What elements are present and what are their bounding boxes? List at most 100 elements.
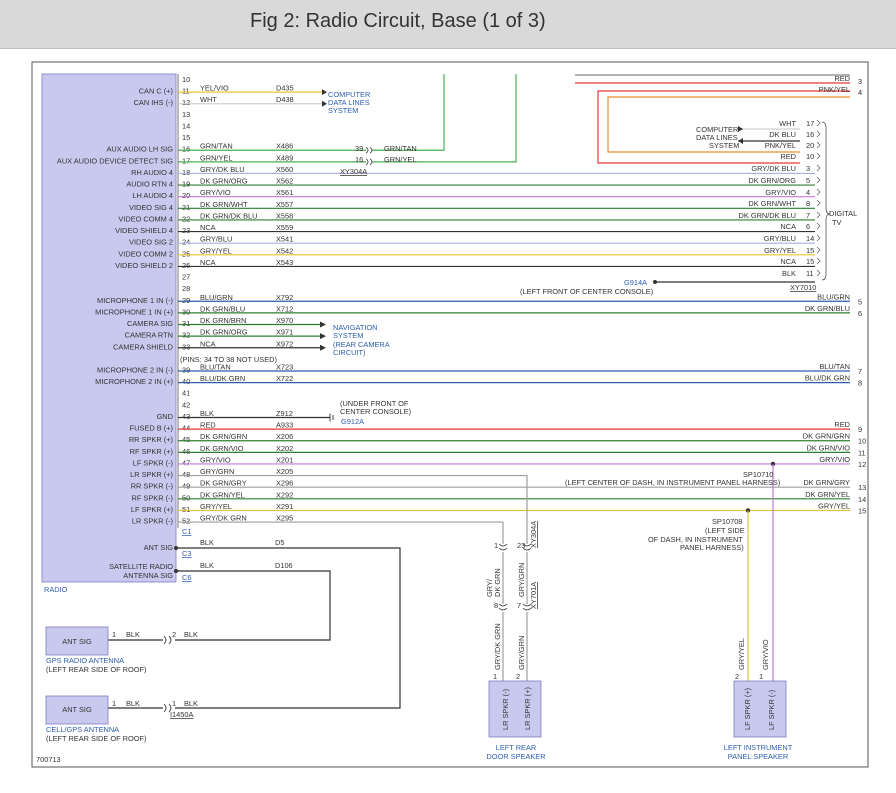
wire-circuit-label: X542	[276, 246, 293, 255]
rear-speaker-pin-1: 1	[493, 672, 497, 681]
ant-wire-circuit: D5	[275, 538, 284, 547]
sat-wire-color: BLK	[200, 561, 214, 570]
pin-number: 18	[182, 168, 190, 177]
cell-antenna-box	[45, 695, 109, 725]
offpage-number: 6	[858, 309, 862, 318]
wire-color-label: BLK	[200, 409, 214, 418]
arrow-can-c	[322, 89, 327, 96]
wire-top-loop-red	[597, 90, 850, 164]
offpage-number: 14	[858, 495, 866, 504]
wire-circuit-label: D435	[276, 84, 294, 93]
tv-pin-number: 16	[806, 130, 814, 139]
wire-color-label: DK GRN/BLU	[200, 304, 245, 313]
gps-conn-symbol	[163, 635, 172, 645]
offpage-wire-color: DK GRN/GRY	[803, 478, 850, 487]
cell-conn-color: BLK	[184, 699, 198, 708]
offpage-number: 7	[858, 367, 862, 376]
pin-number: 16	[182, 145, 190, 154]
pin-number: 25	[182, 249, 190, 258]
pin-number: 29	[182, 296, 190, 305]
wire-circuit-label: X558	[276, 211, 293, 220]
pin-label: LH AUDIO 4	[132, 191, 173, 200]
tv-pin-number: 15	[806, 257, 814, 266]
wire-color-label: DK GRN/YEL	[200, 490, 245, 499]
arrow-can-ihs	[322, 100, 327, 107]
wire-color-label: GRY/VIO	[200, 455, 231, 464]
wire-circuit-label: X559	[276, 223, 293, 232]
wire-aux-lh-out	[372, 74, 445, 151]
wire-circuit-label: Z912	[276, 409, 293, 418]
wire-color-label: DK GRN/GRY	[200, 479, 247, 488]
pin-label: AUX AUDIO DEVICE DETECT SIG	[57, 156, 173, 165]
pin-label: MICROPHONE 2 IN (+)	[95, 377, 173, 386]
rear-lower-right-color: GRY/GRN	[517, 636, 526, 670]
rear-speaker-name-2: DOOR SPEAKER	[486, 752, 545, 761]
figure-title: Fig 2: Radio Circuit, Base (1 of 3)	[250, 10, 546, 32]
computer-data-lines-3: SYSTEM	[328, 106, 358, 115]
wire-aux-detect-out	[372, 74, 517, 163]
top-right-wire-num: 3	[858, 77, 862, 86]
wire-color-label: GRY/BLU	[200, 235, 232, 244]
offpage-wire-color: DK GRN/BLU	[805, 304, 850, 313]
tv-wire-color: GRY/VIO	[765, 188, 796, 197]
offpage-wire-color: BLU/GRN	[817, 292, 850, 301]
tv-pin-number: 15	[806, 246, 814, 255]
rear-conn-symbol-a1	[498, 603, 508, 611]
gps-conn-color: BLK	[184, 630, 198, 639]
pin-number: 10	[182, 75, 190, 84]
top-right-wire-color: PNK/YEL	[819, 85, 850, 94]
pin-number: 49	[182, 482, 190, 491]
rear-speaker-name-1: LEFT REAR	[496, 743, 537, 752]
wire-color-label: BLU/GRN	[200, 293, 233, 302]
arrow-camera-2	[320, 344, 326, 351]
tv-pin-chevron	[816, 119, 821, 127]
wire-color-label: GRY/YEL	[200, 502, 232, 511]
connector-c6-label: C6	[182, 573, 191, 582]
pin-number: 41	[182, 389, 190, 398]
pin-number: 39	[182, 366, 190, 375]
pin-number: 22	[182, 214, 190, 223]
tv-pin-chevron	[816, 176, 821, 184]
tv-pin-chevron	[816, 211, 821, 219]
rear-pin-top-left: 1	[494, 541, 498, 550]
ant-sig-label: ANT SIG	[144, 543, 174, 552]
sat-ant-node	[174, 569, 178, 573]
wire-circuit-label: X792	[276, 293, 293, 302]
tv-wire-color: DK GRN/ORG	[748, 176, 796, 185]
tv-pin-chevron	[816, 269, 821, 277]
navigation-2: SYSTEM	[333, 331, 363, 340]
arrow-tv-1	[738, 126, 743, 132]
tv-wire-color: BLK	[782, 269, 796, 278]
sat-label-1: SATELLITE RADIO	[109, 562, 173, 571]
pin-number: 23	[182, 226, 190, 235]
radio-module-box	[41, 73, 177, 583]
pin-number: 47	[182, 458, 190, 467]
tv-wire-color: GRY/DK BLU	[751, 164, 796, 173]
offpage-wire-color: GRY/YEL	[818, 501, 850, 510]
pin-number: 42	[182, 400, 190, 409]
ant-sig-node	[174, 546, 178, 550]
pin-number: 43	[182, 412, 190, 421]
tv-pin-chevron	[816, 246, 821, 254]
aux-connector-symbol-2	[365, 158, 373, 166]
offpage-wire-color: BLU/TAN	[819, 362, 850, 371]
tv-pin-number: 14	[806, 234, 814, 243]
tv-pin-number: 8	[806, 199, 810, 208]
wire-color-label: GRN/TAN	[200, 142, 233, 151]
pin-label: AUX AUDIO LH SIG	[106, 145, 173, 154]
wire-color-label: DK GRN/GRN	[200, 432, 247, 441]
wire-circuit-label: X972	[276, 339, 293, 348]
offpage-wire-color: BLU/DK GRN	[805, 374, 850, 383]
wire-circuit-label: X543	[276, 258, 293, 267]
wire-color-label: RED	[200, 421, 216, 430]
aux-pin-39: 39	[355, 144, 363, 153]
pin-label: VIDEO COMM 2	[118, 249, 173, 258]
wire-circuit-label: X712	[276, 304, 293, 313]
digital-tv-label-2: TV	[832, 218, 842, 227]
tv-wire-color: NCA	[780, 257, 796, 266]
rear-terminal-neg: LR SPKR (-)	[501, 689, 510, 730]
wire-circuit-label: X296	[276, 479, 293, 488]
tv-pin-chevron	[816, 199, 821, 207]
